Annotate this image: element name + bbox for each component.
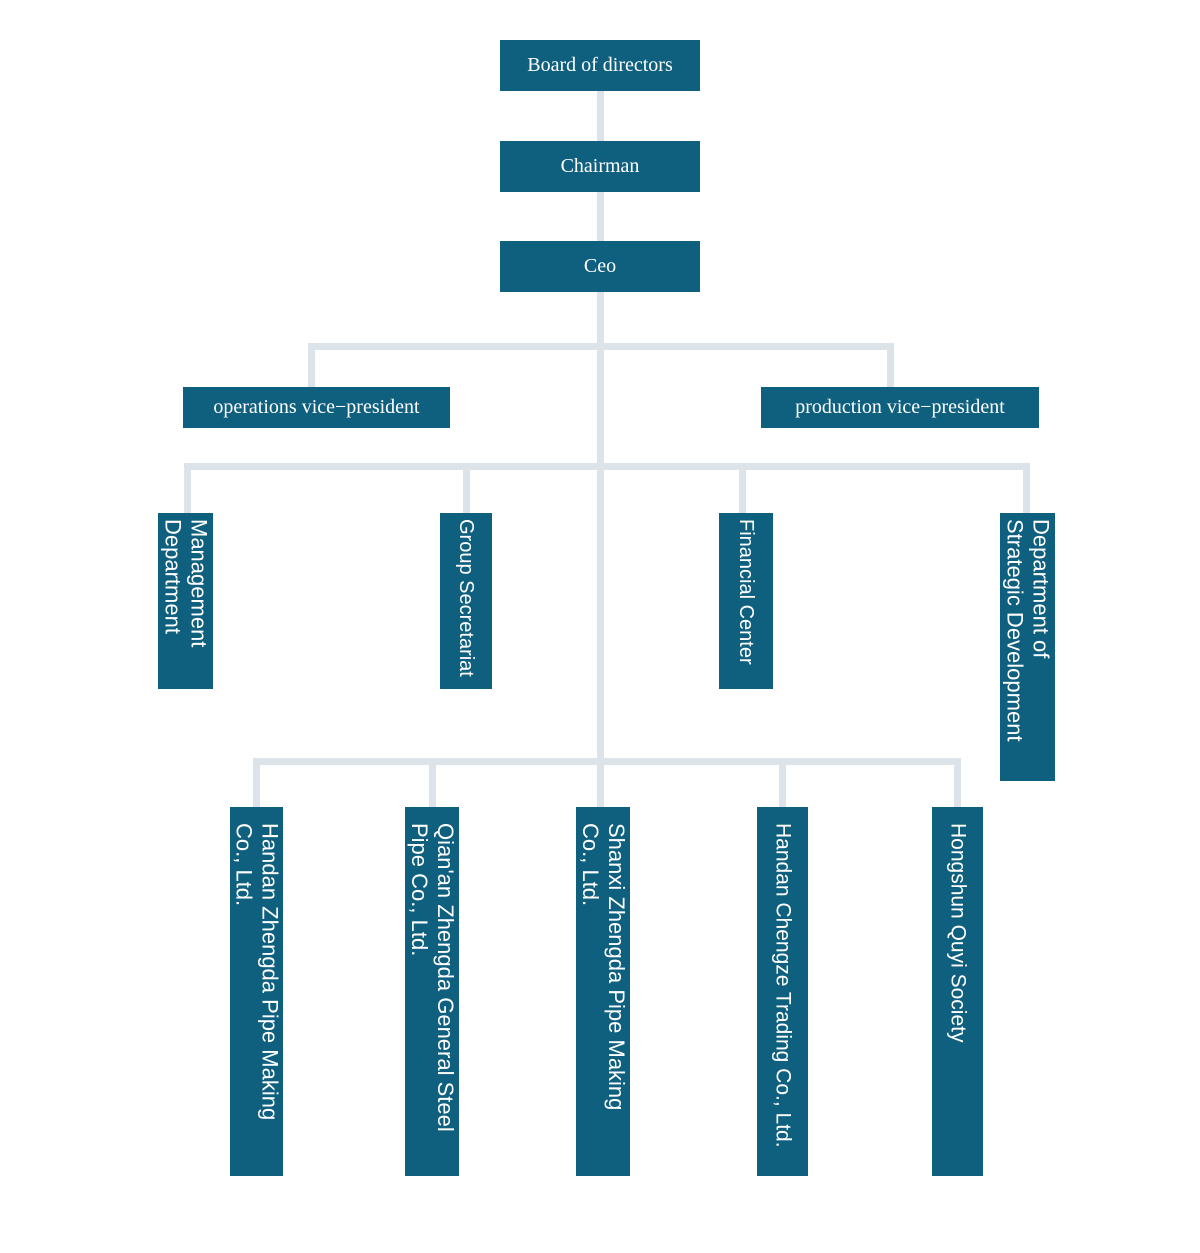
node-label: Chairman bbox=[560, 155, 640, 177]
node-label: Department of Strategic Development bbox=[1002, 519, 1054, 742]
node-group-secretariat: Group Secretariat bbox=[440, 513, 492, 689]
node-label: Hongshun Quyi Society bbox=[946, 823, 970, 1043]
node-hongshun-quyi-society: Hongshun Quyi Society bbox=[932, 807, 983, 1176]
connector-drop-production bbox=[887, 343, 894, 387]
node-label: Shanxi Zhengda Pipe Making Co., Ltd. bbox=[578, 823, 629, 1111]
node-strategic-development: Department of Strategic Development bbox=[1000, 513, 1055, 781]
connector-drop-hongshun bbox=[954, 758, 961, 807]
connector-drop-secretariat bbox=[463, 463, 470, 513]
node-label: Board of directors bbox=[527, 54, 673, 76]
connector-drop-qianan bbox=[429, 758, 436, 807]
node-label: Ceo bbox=[583, 255, 617, 277]
node-chairman: Chairman bbox=[500, 141, 700, 192]
node-ceo: Ceo bbox=[500, 241, 700, 292]
node-handan-chengze-trading: Handan Chengze Trading Co., Ltd. bbox=[757, 807, 808, 1176]
connector-vp-rail bbox=[308, 343, 894, 350]
connector-drop-financial bbox=[739, 463, 746, 513]
node-label: production vice−president bbox=[795, 396, 1005, 418]
connector-drop-management bbox=[184, 463, 191, 513]
node-production-vice-president: production vice−president bbox=[761, 387, 1039, 428]
connector-drop-strategic bbox=[1023, 463, 1030, 513]
node-label: Group Secretariat bbox=[455, 519, 477, 677]
node-operations-vice-president: operations vice−president bbox=[183, 387, 450, 428]
node-label: Handan Zhengda Pipe Making Co., Ltd. bbox=[231, 823, 283, 1121]
node-label: Handan Chengze Trading Co., Ltd. bbox=[771, 823, 795, 1148]
connector-dept-rail bbox=[184, 463, 1030, 470]
connector-ceo-trunk bbox=[597, 292, 604, 807]
connector-drop-handan-zhengda bbox=[253, 758, 260, 807]
node-label: Qian'an Zhengda General Steel Pipe Co., … bbox=[407, 823, 458, 1132]
node-handan-zhengda-pipe: Handan Zhengda Pipe Making Co., Ltd. bbox=[230, 807, 283, 1176]
node-label: Financial Center bbox=[735, 519, 757, 665]
connector-drop-operations bbox=[308, 343, 315, 387]
connector-subsidiary-rail bbox=[253, 758, 961, 765]
node-label: operations vice−president bbox=[213, 396, 420, 418]
node-label: Management Department bbox=[160, 519, 212, 648]
connector-board-chairman bbox=[597, 91, 604, 141]
node-board-of-directors: Board of directors bbox=[500, 40, 700, 91]
connector-drop-chengze bbox=[779, 758, 786, 807]
node-management-department: Management Department bbox=[158, 513, 213, 689]
node-shanxi-zhengda-pipe: Shanxi Zhengda Pipe Making Co., Ltd. bbox=[576, 807, 630, 1176]
node-qianan-zhengda-steel-pipe: Qian'an Zhengda General Steel Pipe Co., … bbox=[405, 807, 459, 1176]
node-financial-center: Financial Center bbox=[719, 513, 773, 689]
connector-chairman-ceo bbox=[597, 192, 604, 241]
